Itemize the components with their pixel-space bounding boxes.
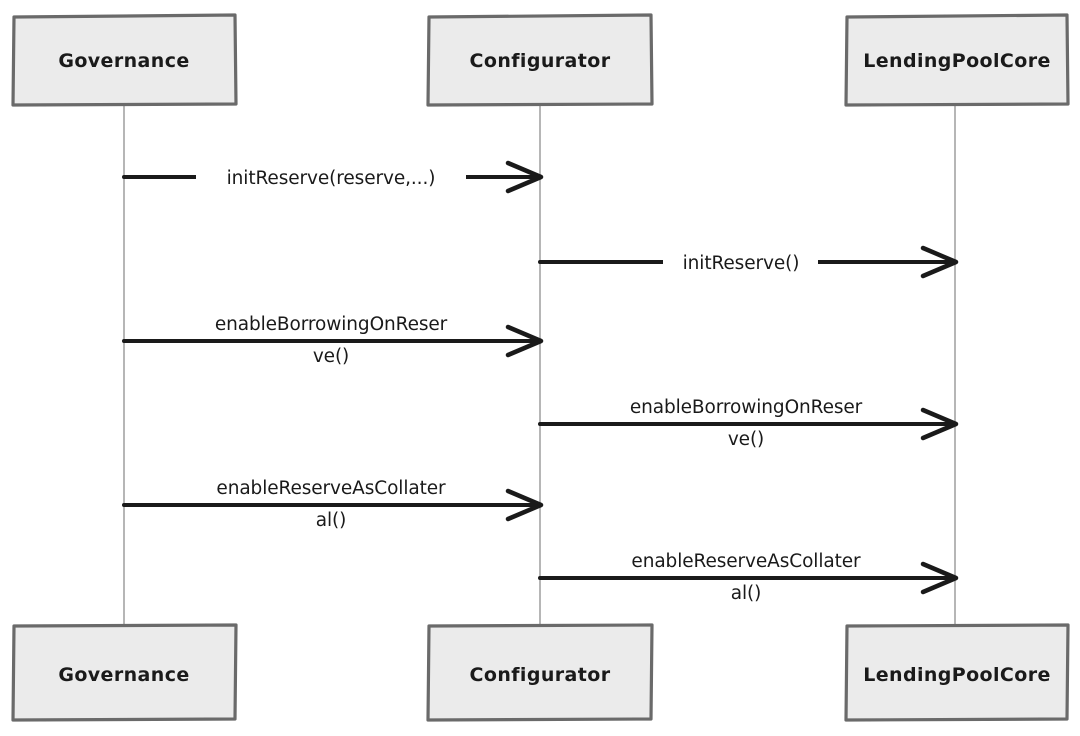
message-label-4-line-1: enableBorrowingOnReser	[630, 397, 863, 418]
participant-header-lendingpoolcore[interactable]: LendingPoolCore	[844, 13, 1070, 107]
message-label-3-line-2: ve()	[313, 346, 349, 367]
message-label-1: initReserve(reserve,...)	[227, 168, 436, 189]
message-5[interactable]: enableReserveAsCollater al()	[122, 474, 544, 531]
lifelines-layer	[123, 105, 956, 626]
message-label-backdrop	[190, 474, 475, 500]
message-label-2: initReserve()	[683, 253, 800, 274]
message-2[interactable]: initReserve()	[538, 245, 959, 279]
message-6[interactable]: enableReserveAsCollater al()	[538, 547, 959, 604]
participant-box-shape	[844, 13, 1070, 107]
participant-header-label-governance: Governance	[58, 50, 189, 72]
message-4[interactable]: enableBorrowingOnReser ve()	[538, 393, 959, 450]
participant-box-shape	[11, 623, 238, 722]
participant-footer-label-configurator: Configurator	[470, 664, 611, 686]
message-label-3-line-1: enableBorrowingOnReser	[215, 314, 448, 335]
message-label-backdrop	[190, 310, 475, 336]
message-label-4-line-2: ve()	[728, 429, 764, 450]
participant-header-label-lendingpoolcore: LendingPoolCore	[863, 50, 1051, 72]
message-1[interactable]: initReserve(reserve,...)	[122, 160, 544, 194]
participant-header-label-configurator: Configurator	[470, 50, 611, 72]
participant-footer-configurator[interactable]: Configurator	[426, 623, 654, 722]
message-arrowhead-icon	[920, 245, 959, 279]
message-label-backdrop	[604, 393, 889, 419]
participant-footer-governance[interactable]: Governance	[11, 623, 238, 722]
message-label-5-line-2: al()	[316, 510, 347, 531]
participant-header-configurator[interactable]: Configurator	[426, 13, 654, 107]
message-label-backdrop	[604, 547, 889, 573]
participant-box-shape	[844, 623, 1070, 722]
message-arrowhead-icon	[920, 561, 959, 595]
message-label-backdrop	[663, 247, 818, 277]
message-arrowhead-icon	[505, 488, 544, 522]
participant-footer-label-lendingpoolcore: LendingPoolCore	[863, 664, 1051, 686]
participant-footer-lendingpoolcore[interactable]: LendingPoolCore	[844, 623, 1070, 722]
message-label-6-line-2: al()	[731, 583, 762, 604]
message-arrowhead-icon	[505, 160, 544, 194]
message-3[interactable]: enableBorrowingOnReser ve()	[122, 310, 544, 367]
participant-box-shape	[426, 623, 654, 722]
participant-header-governance[interactable]: Governance	[11, 13, 238, 107]
participant-box-shape	[11, 13, 238, 107]
participant-box-shape	[426, 13, 654, 107]
message-label-5-line-1: enableReserveAsCollater	[216, 478, 446, 499]
message-label-6-line-1: enableReserveAsCollater	[631, 551, 861, 572]
participant-footer-label-governance: Governance	[58, 664, 189, 686]
message-arrowhead-icon	[505, 324, 544, 358]
message-arrowhead-icon	[920, 407, 959, 441]
message-label-backdrop	[196, 162, 466, 192]
